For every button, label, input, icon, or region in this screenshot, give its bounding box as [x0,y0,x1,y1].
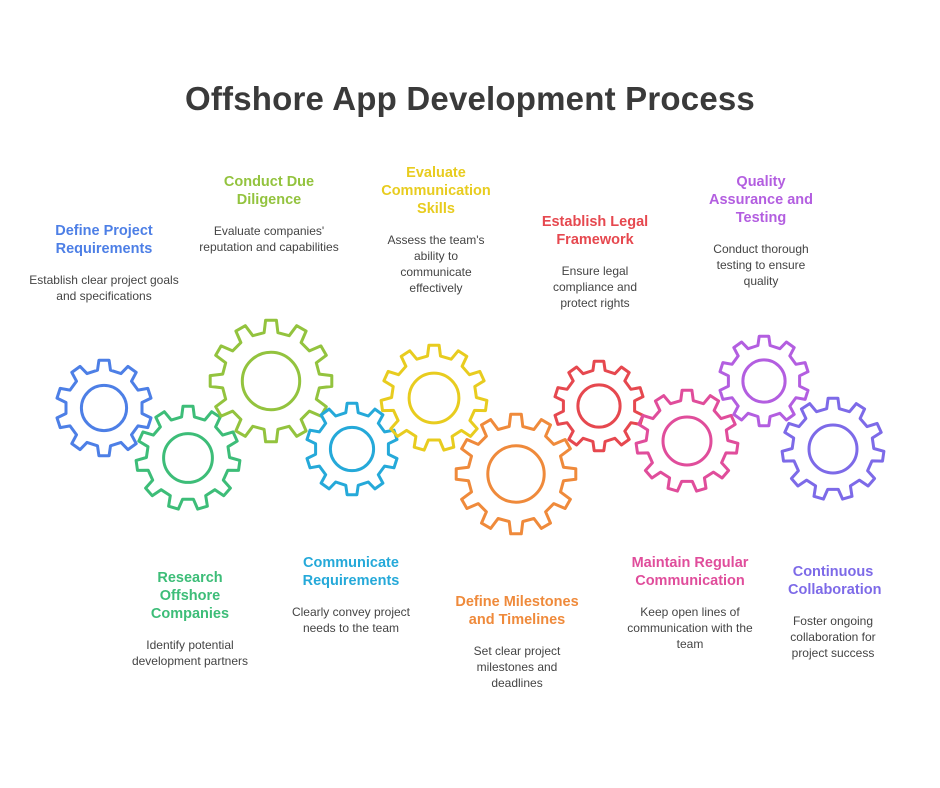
gear-continuous-icon [780,396,886,501]
gear-legal-icon [553,359,645,453]
gear-hub [407,371,461,425]
step-title: Quality Assurance and Testing [709,174,813,226]
step-title: Establish Legal Framework [541,214,649,248]
step-communicate: Communicate Requirements Clearly convey … [276,554,426,636]
step-title: Evaluate Communication Skills [381,165,491,217]
gear-quality-icon [718,334,810,428]
step-title: Communicate Requirements [302,555,400,589]
gear-outline [454,412,578,536]
gear-hub [576,383,622,429]
step-research: Research Offshore Companies Identify pot… [115,569,265,669]
step-title: Continuous Collaboration [788,564,882,598]
step-title: Define Project Requirements [55,223,153,257]
step-description: Assess the team's ability to communicate… [387,233,485,295]
step-description: Foster ongoing collaboration for project… [790,614,876,660]
step-continuous: Continuous Collaboration Foster ongoing … [758,563,908,661]
step-title: Define Milestones and Timelines [455,594,579,628]
step-description: Conduct thorough testing to ensure quali… [713,242,809,288]
gear-hub [328,425,376,473]
step-description: Evaluate companies' reputation and capab… [199,224,339,254]
step-description: Identify potential development partners [131,638,249,668]
step-legal: Establish Legal Framework Ensure legal c… [520,213,670,311]
gear-outline [305,401,399,497]
gear-outline [134,404,242,511]
gear-diligence-icon [208,318,334,444]
gear-outline [553,359,645,453]
step-title: Research Offshore Companies [150,570,230,622]
gear-milestones-icon [454,412,578,536]
gear-hub [741,358,787,404]
gear-outline [379,343,489,452]
step-define: Define Project Requirements Establish cl… [29,222,179,304]
step-title: Conduct Due Diligence [223,174,315,208]
gear-hub [162,432,214,484]
step-milestones: Define Milestones and Timelines Set clea… [442,593,592,691]
gear-outline [208,318,334,444]
gear-hub [807,423,859,475]
gear-communicate-icon [305,401,399,497]
gear-outline [55,358,153,458]
gear-hub [240,350,302,412]
step-title: Maintain Regular Communication [631,555,749,589]
gear-outline [634,388,740,493]
gear-outline [718,334,810,428]
gear-hub [486,444,546,504]
step-description: Keep open lines of communication with th… [627,605,753,651]
step-description: Ensure legal compliance and protect righ… [552,264,638,310]
gear-define-icon [55,358,153,458]
gear-maintain-icon [634,388,740,493]
step-diligence: Conduct Due Diligence Evaluate companies… [194,173,344,255]
step-description: Clearly convey project needs to the team [291,605,411,635]
gear-outline [780,396,886,501]
gear-hub [79,383,129,433]
step-maintain: Maintain Regular Communication Keep open… [610,554,770,652]
step-quality: Quality Assurance and Testing Conduct th… [686,173,836,289]
step-description: Establish clear project goals and specif… [29,273,179,303]
page-title: Offshore App Development Process [185,80,755,117]
gear-evaluate-icon [379,343,489,452]
step-evaluate: Evaluate Communication Skills Assess the… [361,164,511,296]
step-description: Set clear project milestones and deadlin… [473,644,561,690]
gear-hub [661,415,713,467]
gear-research-icon [134,404,242,511]
